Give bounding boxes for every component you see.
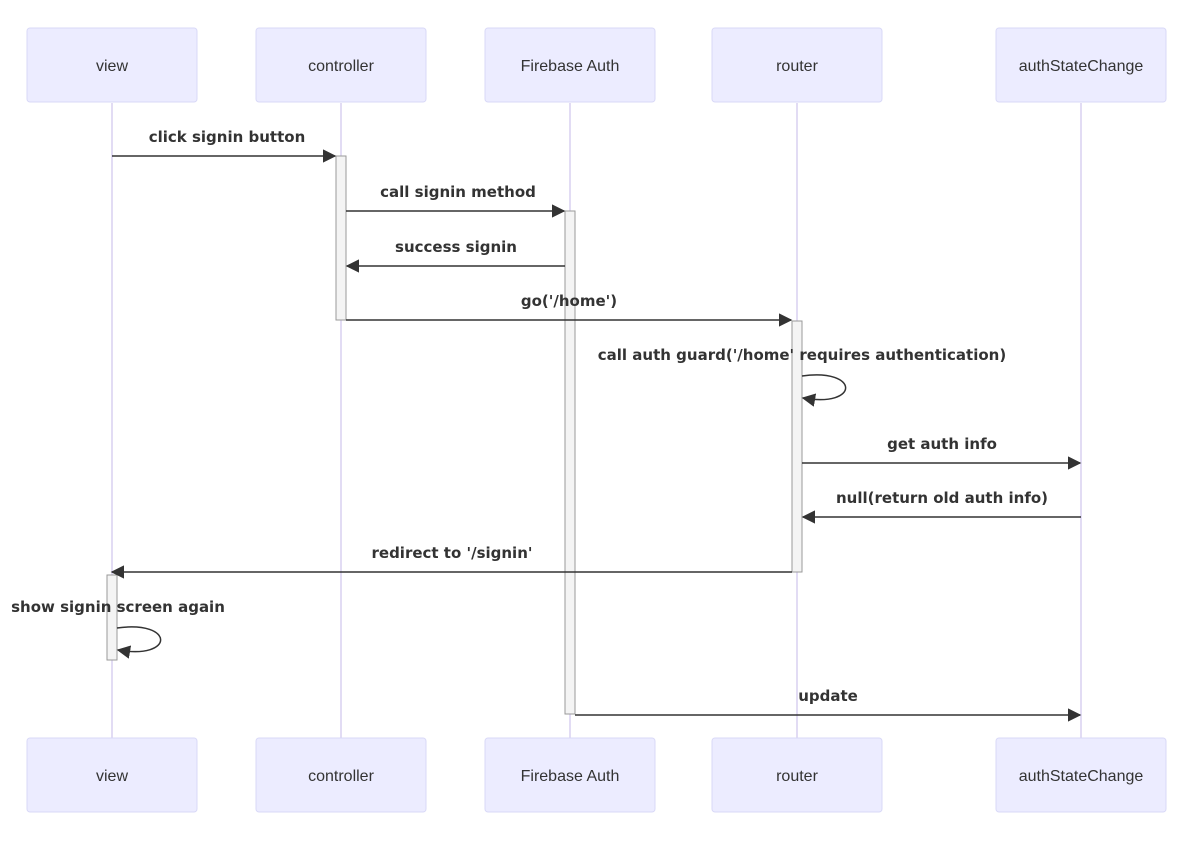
actor-controller-top: controller	[255, 27, 427, 103]
lifelines	[111, 103, 1082, 738]
message-label: redirect to '/signin'	[372, 544, 533, 562]
message-show-signin-again: show signin screen again	[11, 598, 225, 659]
message-redirect-signin: redirect to '/signin'	[110, 544, 792, 579]
actor-view-top: view	[26, 27, 198, 103]
actor-label: view	[96, 58, 128, 75]
actor-controller-bottom: controller	[255, 737, 427, 813]
message-label: call auth guard('/home' requires authent…	[598, 346, 1006, 364]
activation-view	[106, 574, 118, 661]
message-call-signin-method: call signin method	[346, 183, 566, 218]
message-label: update	[798, 687, 858, 705]
message-call-auth-guard: call auth guard('/home' requires authent…	[598, 346, 1006, 407]
activations	[106, 155, 803, 715]
activation-firebase	[564, 210, 576, 715]
message-click-signin: click signin button	[112, 128, 337, 163]
message-null-return: null(return old auth info)	[801, 489, 1081, 524]
message-label: get auth info	[887, 435, 997, 453]
message-label: success signin	[395, 238, 517, 256]
actor-router-bottom: router	[711, 737, 883, 813]
actor-authstate-bottom: authStateChange	[995, 737, 1167, 813]
actors-bottom: view controller Firebase Auth router aut…	[26, 737, 1167, 813]
actor-authstate-top: authStateChange	[995, 27, 1167, 103]
actor-label: authStateChange	[1019, 58, 1144, 75]
message-get-auth-info: get auth info	[802, 435, 1082, 470]
message-update: update	[575, 687, 1082, 722]
actor-firebase-top: Firebase Auth	[484, 27, 656, 103]
self-loop-arrow	[116, 626, 162, 659]
message-label: null(return old auth info)	[836, 489, 1048, 507]
message-label: go('/home')	[521, 292, 617, 310]
actor-label: Firebase Auth	[521, 58, 620, 75]
actors-top: view controller Firebase Auth router aut…	[26, 27, 1167, 103]
message-label: click signin button	[149, 128, 306, 146]
actor-label: Firebase Auth	[521, 768, 620, 785]
actor-label: view	[96, 768, 128, 785]
messages: click signin button call signin method s…	[11, 128, 1082, 722]
message-label: call signin method	[380, 183, 536, 201]
actor-view-bottom: view	[26, 737, 198, 813]
actor-label: router	[776, 768, 818, 785]
actor-label: router	[776, 58, 818, 75]
message-go-home: go('/home')	[346, 292, 793, 327]
self-loop-arrow	[801, 374, 847, 407]
message-success-signin: success signin	[345, 238, 565, 273]
message-label: show signin screen again	[11, 598, 225, 616]
activation-controller	[335, 155, 347, 321]
actor-firebase-bottom: Firebase Auth	[484, 737, 656, 813]
actor-label: authStateChange	[1019, 768, 1144, 785]
activation-router	[791, 320, 803, 573]
actor-router-top: router	[711, 27, 883, 103]
actor-label: controller	[308, 58, 374, 75]
actor-label: controller	[308, 768, 374, 785]
